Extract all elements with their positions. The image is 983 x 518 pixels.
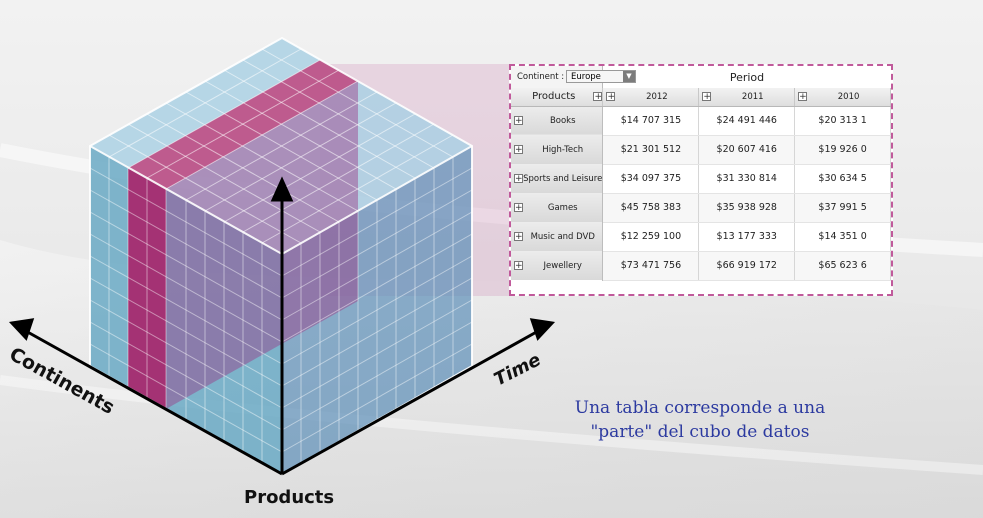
expand-icon[interactable]: + — [514, 203, 523, 213]
pivot-table-panel: Continent : Period Products + +2012 +2011… — [509, 64, 893, 296]
table-row: + High-Tech $21 301 512$20 607 416$19 926 … — [511, 135, 891, 165]
products-header: Products + — [511, 88, 604, 107]
expand-icon[interactable]: + — [514, 232, 523, 242]
data-cube — [89, 36, 473, 476]
value-cell: $34 097 375 — [602, 164, 700, 194]
caption-line-1: Una tabla corresponde a una — [574, 398, 826, 418]
row-header: + Books — [511, 106, 604, 135]
row-label: Games — [547, 202, 578, 213]
value-cell: $20 607 416 — [698, 135, 796, 165]
row-label: Sports and Leisure — [523, 173, 603, 184]
value-cell: $24 491 446 — [698, 106, 796, 136]
axis-time — [281, 328, 541, 476]
value-cell: $20 313 1 — [794, 106, 891, 136]
expand-icon[interactable]: + — [702, 92, 712, 103]
arrowhead-continents — [8, 318, 35, 341]
year-label: 2012 — [646, 91, 668, 102]
value-cell: $12 259 100 — [602, 222, 700, 252]
value-cell: $37 991 5 — [794, 193, 891, 223]
table-row: + Books $14 707 315$24 491 446$20 313 1 — [511, 106, 891, 136]
table-row: + Jewellery $73 471 756$66 919 172$65 623 … — [511, 251, 891, 281]
row-label: Jewellery — [543, 260, 582, 271]
dropdown-arrow-icon: ▼ — [623, 71, 635, 82]
value-cell: $35 938 928 — [698, 193, 796, 223]
axis-label-products: Products — [244, 487, 334, 508]
slice-side — [166, 81, 358, 409]
row-header: + Jewellery — [511, 251, 604, 280]
row-header: + High-Tech — [511, 135, 604, 164]
value-cell: $19 926 0 — [794, 135, 891, 165]
value-cell: $66 919 172 — [698, 251, 796, 281]
arrowhead-time — [529, 318, 556, 341]
table-row: + Music and DVD $12 259 100$13 177 333$14 … — [511, 222, 891, 252]
value-cell: $13 177 333 — [698, 222, 796, 252]
filter-row: Continent : Period — [511, 66, 891, 88]
row-header: +Sports and Leisure — [511, 164, 604, 193]
row-label: High-Tech — [542, 144, 584, 155]
value-cell: $65 623 6 — [794, 251, 891, 281]
year-header: +2012 — [602, 88, 700, 107]
caption: Una tabla corresponde a una "parte" del … — [540, 396, 860, 444]
axis-continents — [23, 328, 283, 476]
continent-select[interactable]: Europe ▼ — [566, 70, 636, 83]
expand-icon[interactable]: + — [514, 145, 523, 155]
continent-label: Continent : — [517, 72, 565, 82]
year-label: 2011 — [741, 91, 764, 102]
period-header: Period — [729, 70, 765, 84]
products-header-label: Products — [532, 91, 576, 103]
axes — [8, 176, 556, 476]
value-cell: $31 330 814 — [698, 164, 796, 194]
value-cell: $14 351 0 — [794, 222, 891, 252]
table-row: +Sports and Leisure$34 097 375$31 330 81… — [511, 164, 891, 194]
value-cell: $45 758 383 — [602, 193, 700, 223]
year-header: +2010 — [794, 88, 891, 107]
continent-select-value: Europe — [571, 71, 601, 82]
pivot-table: Continent : Period Products + +2012 +2011… — [511, 66, 891, 281]
value-cell: $30 634 5 — [794, 164, 891, 194]
year-header: +2011 — [698, 88, 796, 107]
expand-icon[interactable]: + — [798, 92, 808, 103]
arrowhead-products — [270, 176, 294, 202]
value-cell: $14 707 315 — [602, 106, 700, 136]
value-cell: $21 301 512 — [602, 135, 700, 165]
year-label: 2010 — [837, 91, 860, 102]
header-row: Products + +2012 +2011 +2010 — [511, 88, 891, 107]
row-header: + Music and DVD — [511, 222, 604, 251]
slice-front — [128, 168, 166, 409]
row-header: + Games — [511, 193, 604, 222]
expand-icon[interactable]: + — [606, 92, 616, 103]
caption-line-2: "parte" del cubo de datos — [590, 422, 810, 442]
expand-icon[interactable]: + — [514, 261, 523, 271]
table-row: + Games $45 758 383$35 938 928$37 991 5 — [511, 193, 891, 223]
expand-icon[interactable]: + — [514, 174, 523, 184]
value-cell: $73 471 756 — [602, 251, 700, 281]
row-label: Music and DVD — [530, 231, 595, 242]
expand-icon[interactable]: + — [593, 92, 603, 103]
row-label: Books — [549, 115, 576, 126]
expand-icon[interactable]: + — [514, 116, 523, 127]
